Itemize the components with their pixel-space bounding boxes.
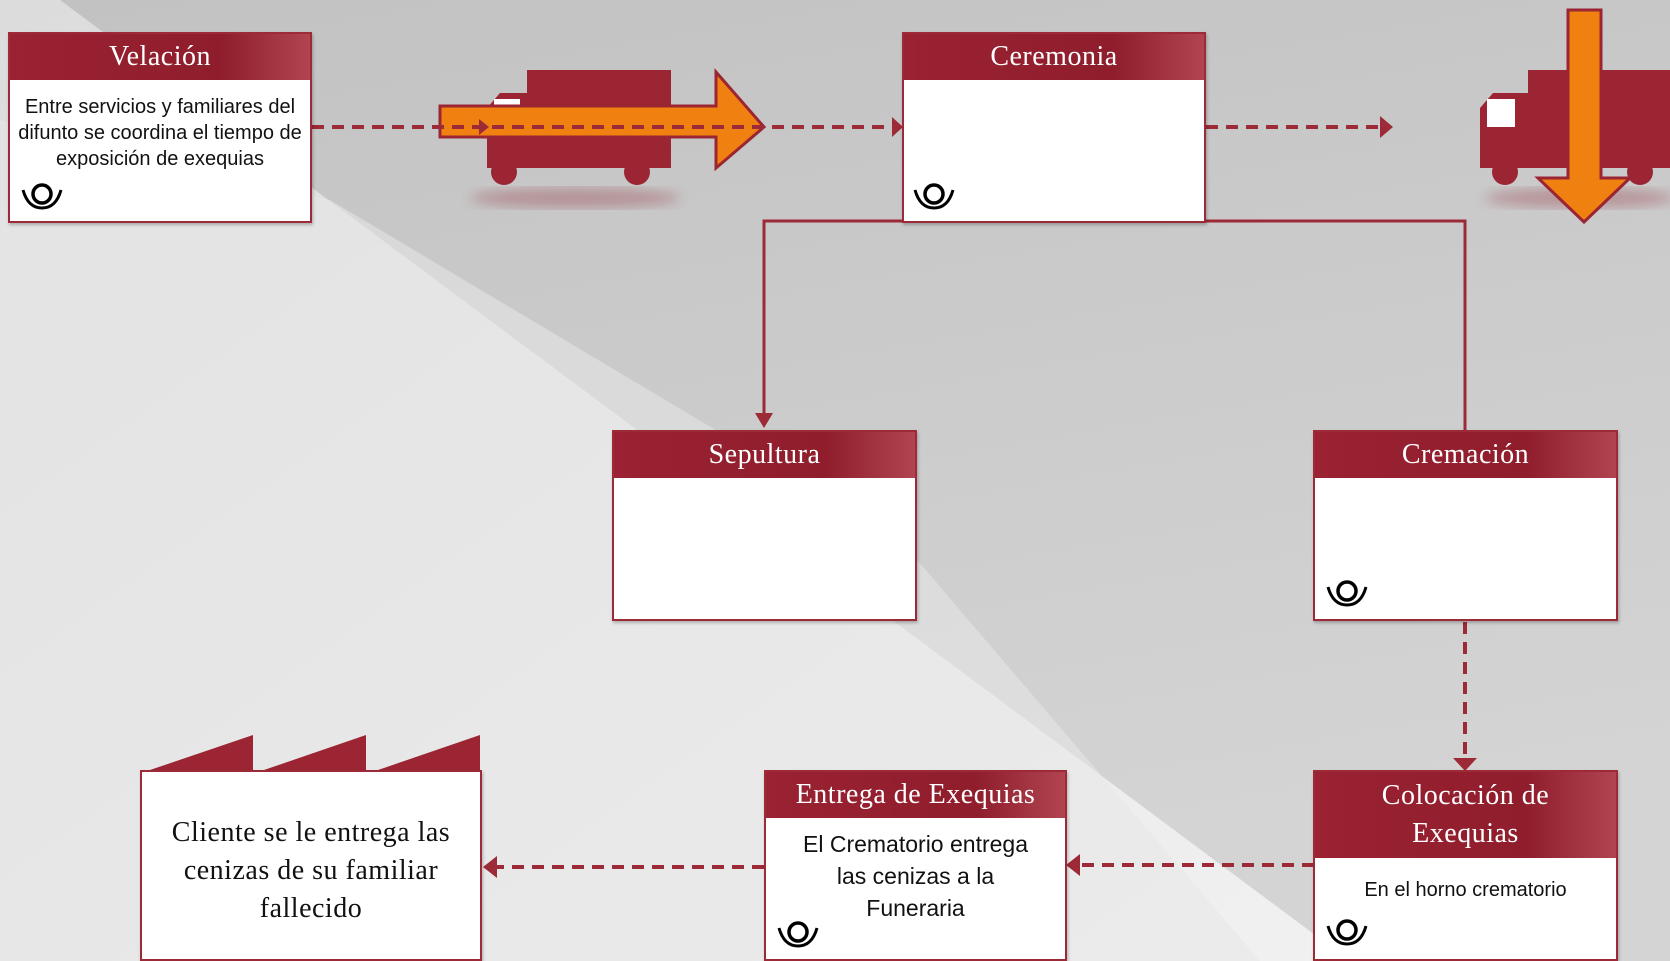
bell-curve-icon [1326,580,1368,607]
node-ceremonia: Ceremonia [902,32,1206,223]
node-description: Entre servicios y familiares del difunto… [18,96,302,170]
bell-curve-icon [1326,919,1368,946]
node-colocacion: Colocación de Exequias En el horno crema… [1313,770,1618,961]
node-description: En el horno crematorio [1364,879,1567,901]
node-title: Colocación de Exequias [1315,772,1616,860]
node-cremacion: Cremación [1313,430,1618,621]
node-velacion: Velación Entre servicios y familiares de… [8,32,312,223]
node-entrega: Entrega de Exequias El Crematorio entreg… [764,770,1067,961]
bell-curve-icon [913,183,955,210]
node-sepultura: Sepultura [612,430,917,621]
node-title: Sepultura [614,432,915,480]
node-title: Ceremonia [904,34,1204,82]
bell-curve-icon [21,183,63,210]
node-title: Cremación [1315,432,1616,480]
node-title: Entrega de Exequias [766,772,1065,820]
node-title: Velación [10,34,310,82]
node-description: El Crematorio entrega las cenizas a la F… [803,831,1028,921]
bell-curve-icon [777,921,819,948]
node-cliente: Cliente se le entrega las cenizas de su … [140,770,482,961]
node-description: Cliente se le entrega las cenizas de su … [171,817,451,924]
